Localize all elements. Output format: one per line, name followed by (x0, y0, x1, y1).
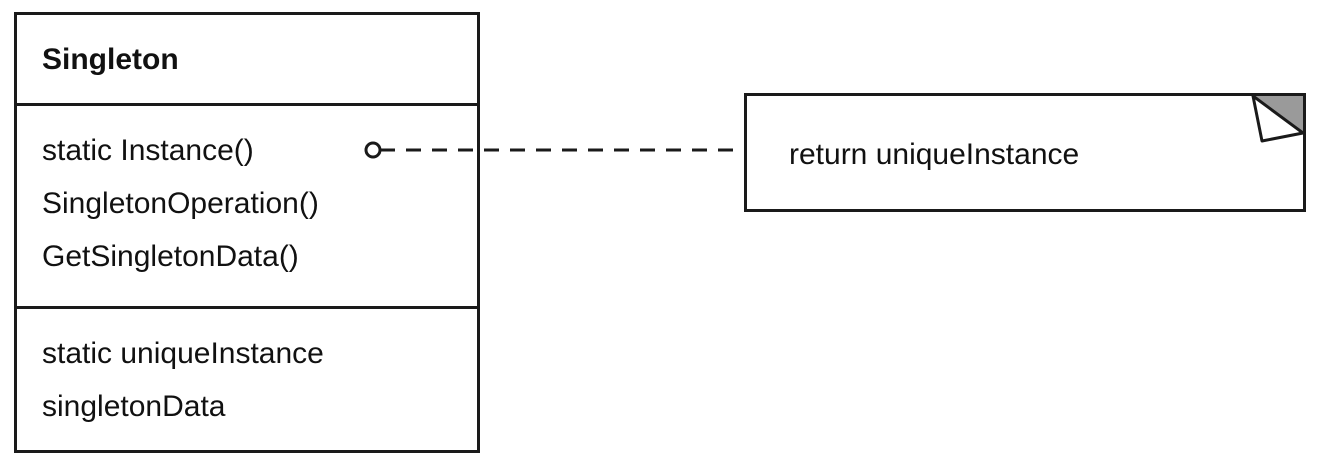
attribute-singleton-data: singletonData (42, 390, 226, 423)
singleton-class-box: Singleton static Instance() SingletonOpe… (14, 12, 480, 453)
operation-get-singleton-data: GetSingletonData() (42, 240, 299, 273)
operation-singleton-operation: SingletonOperation() (42, 187, 319, 220)
attributes-compartment: static uniqueInstance singletonData (17, 309, 477, 450)
implementation-note: return uniqueInstance (744, 93, 1306, 212)
note-text: return uniqueInstance (789, 138, 1080, 171)
class-name-compartment: Singleton (17, 15, 477, 106)
operations-compartment: static Instance() SingletonOperation() G… (17, 106, 477, 309)
attribute-unique-instance: static uniqueInstance (42, 337, 324, 370)
class-name: Singleton (42, 43, 179, 76)
operation-instance: static Instance() (42, 134, 254, 167)
